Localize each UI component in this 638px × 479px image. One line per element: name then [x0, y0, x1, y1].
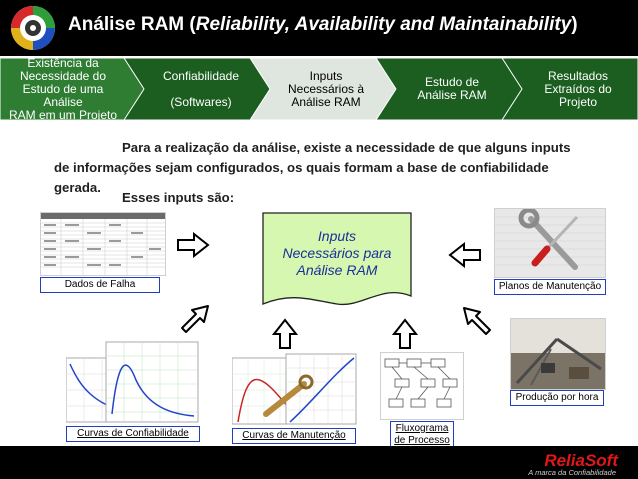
- production-label: Produção por hora: [510, 390, 604, 406]
- step-3-shape: [250, 58, 400, 120]
- page-title: Análise RAM (Reliability, Availability a…: [68, 14, 578, 35]
- brand-tagline: A marca da Confiabilidade: [528, 468, 616, 477]
- diagonal-up-right-arrow-icon: [181, 305, 209, 333]
- maintenance-curves-thumbnail: [232, 352, 358, 426]
- up-arrow-icon: [272, 318, 298, 349]
- maintenance-curves-label: Curvas de Manutenção: [232, 428, 356, 444]
- production-photo-thumbnail: [510, 318, 606, 390]
- step-4-shape: [376, 58, 526, 120]
- reliasoft-logo: ReliaSoft: [544, 451, 618, 470]
- step-2-label: Confiabilidade(Softwares): [162, 68, 240, 109]
- failure-data-thumbnail: [40, 212, 166, 276]
- maintenance-plans-label: Planos de Manutenção: [494, 279, 606, 295]
- left-arrow-icon: [448, 242, 481, 268]
- inputs-document-shape: [262, 212, 412, 306]
- process-flowchart-thumbnail: [380, 352, 464, 420]
- diagonal-up-left-arrow-icon: [463, 307, 491, 335]
- step-2-shape: [124, 58, 274, 120]
- reliability-curves-label: Curvas de Confiabilidade: [66, 426, 200, 442]
- reliability-curves-thumbnail: [66, 340, 200, 424]
- footer-bar: [0, 446, 638, 479]
- maintenance-plans-thumbnail: [494, 208, 606, 278]
- up-arrow-icon-2: [392, 318, 418, 349]
- target-logo-icon: [11, 6, 55, 50]
- inputs-document-text: Inputs Necessários para Análise RAM: [282, 228, 392, 278]
- header-bar: Análise RAM (Reliability, Availability a…: [0, 0, 638, 56]
- inputs-intro: Esses inputs são:: [122, 190, 235, 205]
- right-arrow-icon: [177, 232, 210, 258]
- step-5-shape: [502, 58, 638, 120]
- failure-data-label: Dados de Falha: [40, 277, 160, 293]
- intro-paragraph: Para a realização da análise, existe a n…: [54, 140, 571, 195]
